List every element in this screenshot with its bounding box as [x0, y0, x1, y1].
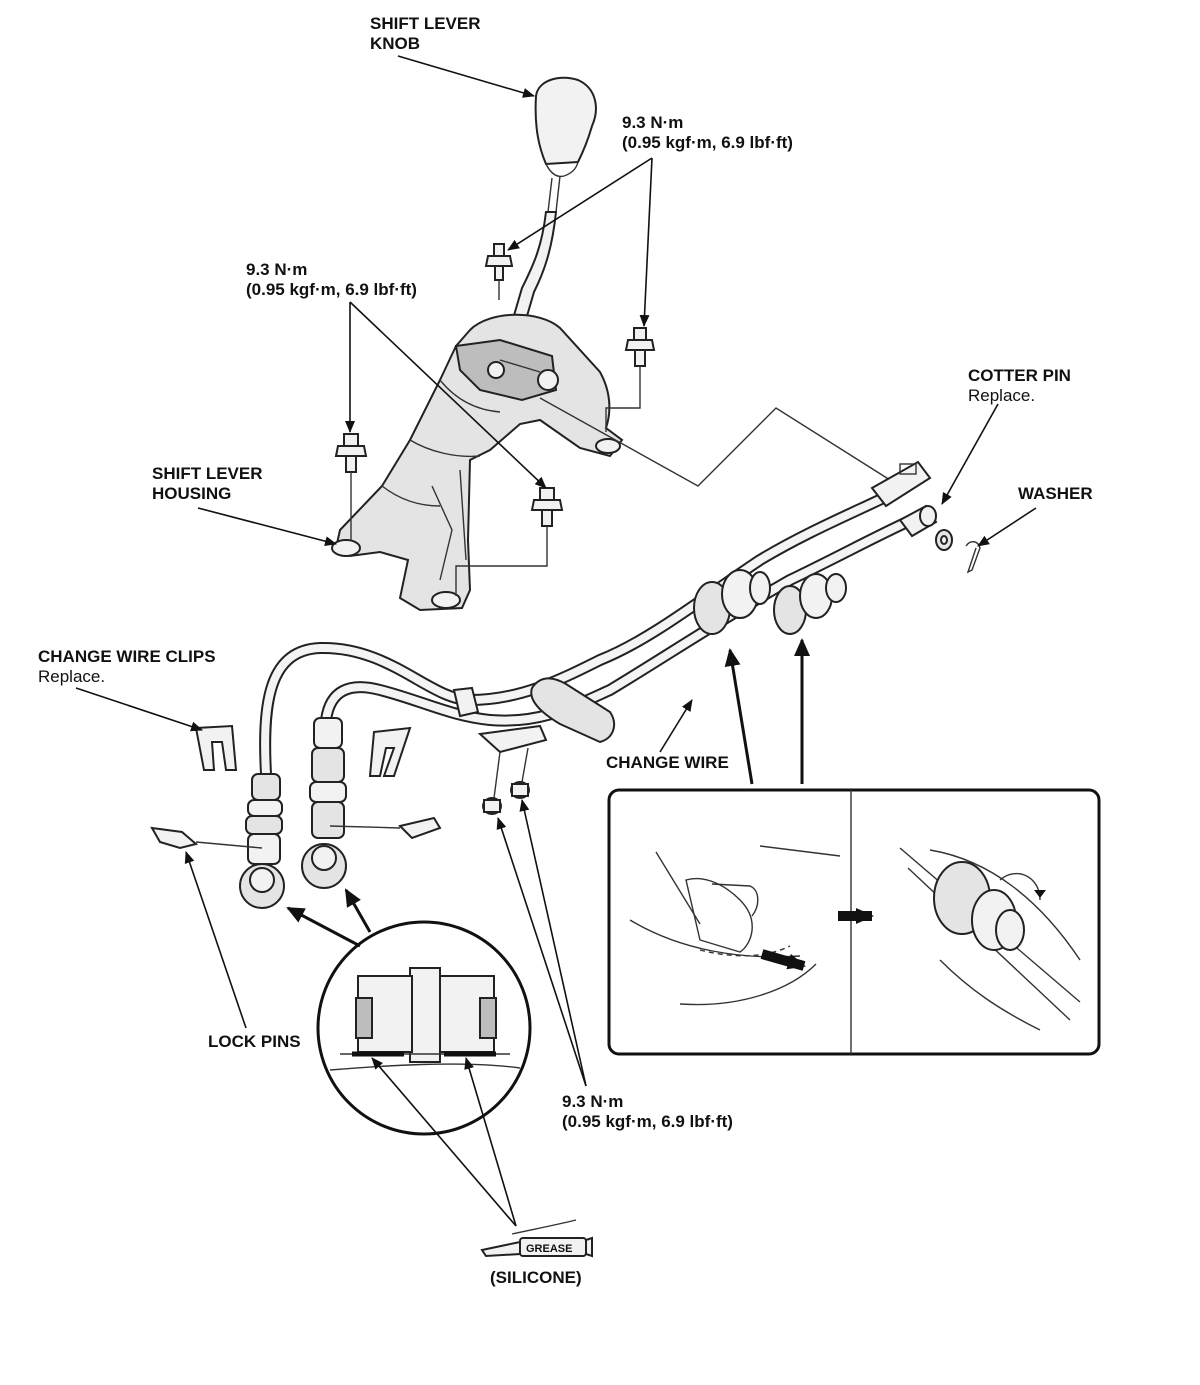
- grease-tube-icon: GREASE: [480, 1219, 593, 1258]
- cable-end-lower: [898, 504, 938, 538]
- silicone-label: (SILICONE): [490, 1268, 582, 1288]
- lock-pin-left: [150, 826, 263, 850]
- torque-equivalent: (0.95 kgf·m, 6.9 lbf·ft): [246, 280, 417, 299]
- inset-left-sketch: [629, 845, 841, 1006]
- label-line: (SILICONE): [490, 1268, 582, 1287]
- label-line: SHIFT LEVER: [152, 464, 263, 483]
- label-line: CHANGE WIRE: [606, 753, 729, 772]
- lock-pin-detail-circle: [316, 920, 532, 1136]
- washer: [935, 529, 953, 551]
- nut-right: [510, 781, 530, 799]
- change-wire-clip-left: [194, 724, 238, 771]
- shift-lever-knob-label: SHIFT LEVER KNOB: [370, 14, 481, 54]
- lock-pin-right: [329, 816, 442, 840]
- arrow-right-icon: [760, 949, 806, 971]
- label-line: SHIFT LEVER: [370, 14, 481, 33]
- change-wire-cables: [259, 484, 923, 775]
- install-lines: [350, 280, 891, 596]
- inset-box: [607, 788, 1101, 1056]
- nut-left: [482, 797, 502, 815]
- bolt-middle: [530, 487, 564, 527]
- torque-value: 9.3 N·m: [562, 1092, 624, 1111]
- cable-grommet-1: [693, 569, 771, 635]
- label-line: KNOB: [370, 34, 421, 53]
- torque-spec-bottom: 9.3 N·m (0.95 kgf·m, 6.9 lbf·ft): [562, 1092, 733, 1132]
- change-wire-label: CHANGE WIRE: [606, 753, 729, 773]
- shift-lever-housing-label: SHIFT LEVER HOUSING: [152, 464, 263, 504]
- cable-grommet-2: [773, 573, 847, 635]
- torque-equivalent: (0.95 kgf·m, 6.9 lbf·ft): [622, 133, 793, 152]
- torque-spec-left: 9.3 N·m (0.95 kgf·m, 6.9 lbf·ft): [246, 260, 417, 300]
- shift-lever-housing: [331, 313, 624, 612]
- cable-end-top: [870, 460, 932, 508]
- washer-label: WASHER: [1018, 484, 1093, 504]
- cotter-pin: [965, 541, 981, 574]
- shift-lever-knob: [534, 76, 597, 213]
- torque-spec-top: 9.3 N·m (0.95 kgf·m, 6.9 lbf·ft): [622, 113, 793, 153]
- label-line: WASHER: [1018, 484, 1093, 503]
- torque-equivalent: (0.95 kgf·m, 6.9 lbf·ft): [562, 1112, 733, 1131]
- label-line: CHANGE WIRE CLIPS: [38, 647, 216, 666]
- change-wire-clips-label: CHANGE WIRE CLIPS Replace.: [38, 647, 216, 687]
- label-line: LOCK PINS: [208, 1032, 301, 1051]
- cotter-pin-label: COTTER PIN Replace.: [968, 366, 1071, 406]
- replace-note: Replace.: [38, 667, 106, 686]
- torque-value: 9.3 N·m: [246, 260, 308, 279]
- cable-end-right: [301, 717, 347, 889]
- lock-pins-label: LOCK PINS: [208, 1032, 301, 1052]
- torque-value: 9.3 N·m: [622, 113, 684, 132]
- change-wire-clip-right: [368, 726, 412, 777]
- bolt-top-left: [484, 243, 514, 281]
- bolt-top-right: [624, 327, 656, 367]
- leader-lines: [75, 55, 1037, 1227]
- inset-right-sketch: [899, 847, 1081, 1031]
- label-line: COTTER PIN: [968, 366, 1071, 385]
- label-line: HOUSING: [152, 484, 232, 503]
- bolt-left: [334, 433, 368, 473]
- replace-note: Replace.: [968, 386, 1036, 405]
- cable-end-left: [239, 773, 285, 909]
- grease-tag: GREASE: [526, 1243, 572, 1255]
